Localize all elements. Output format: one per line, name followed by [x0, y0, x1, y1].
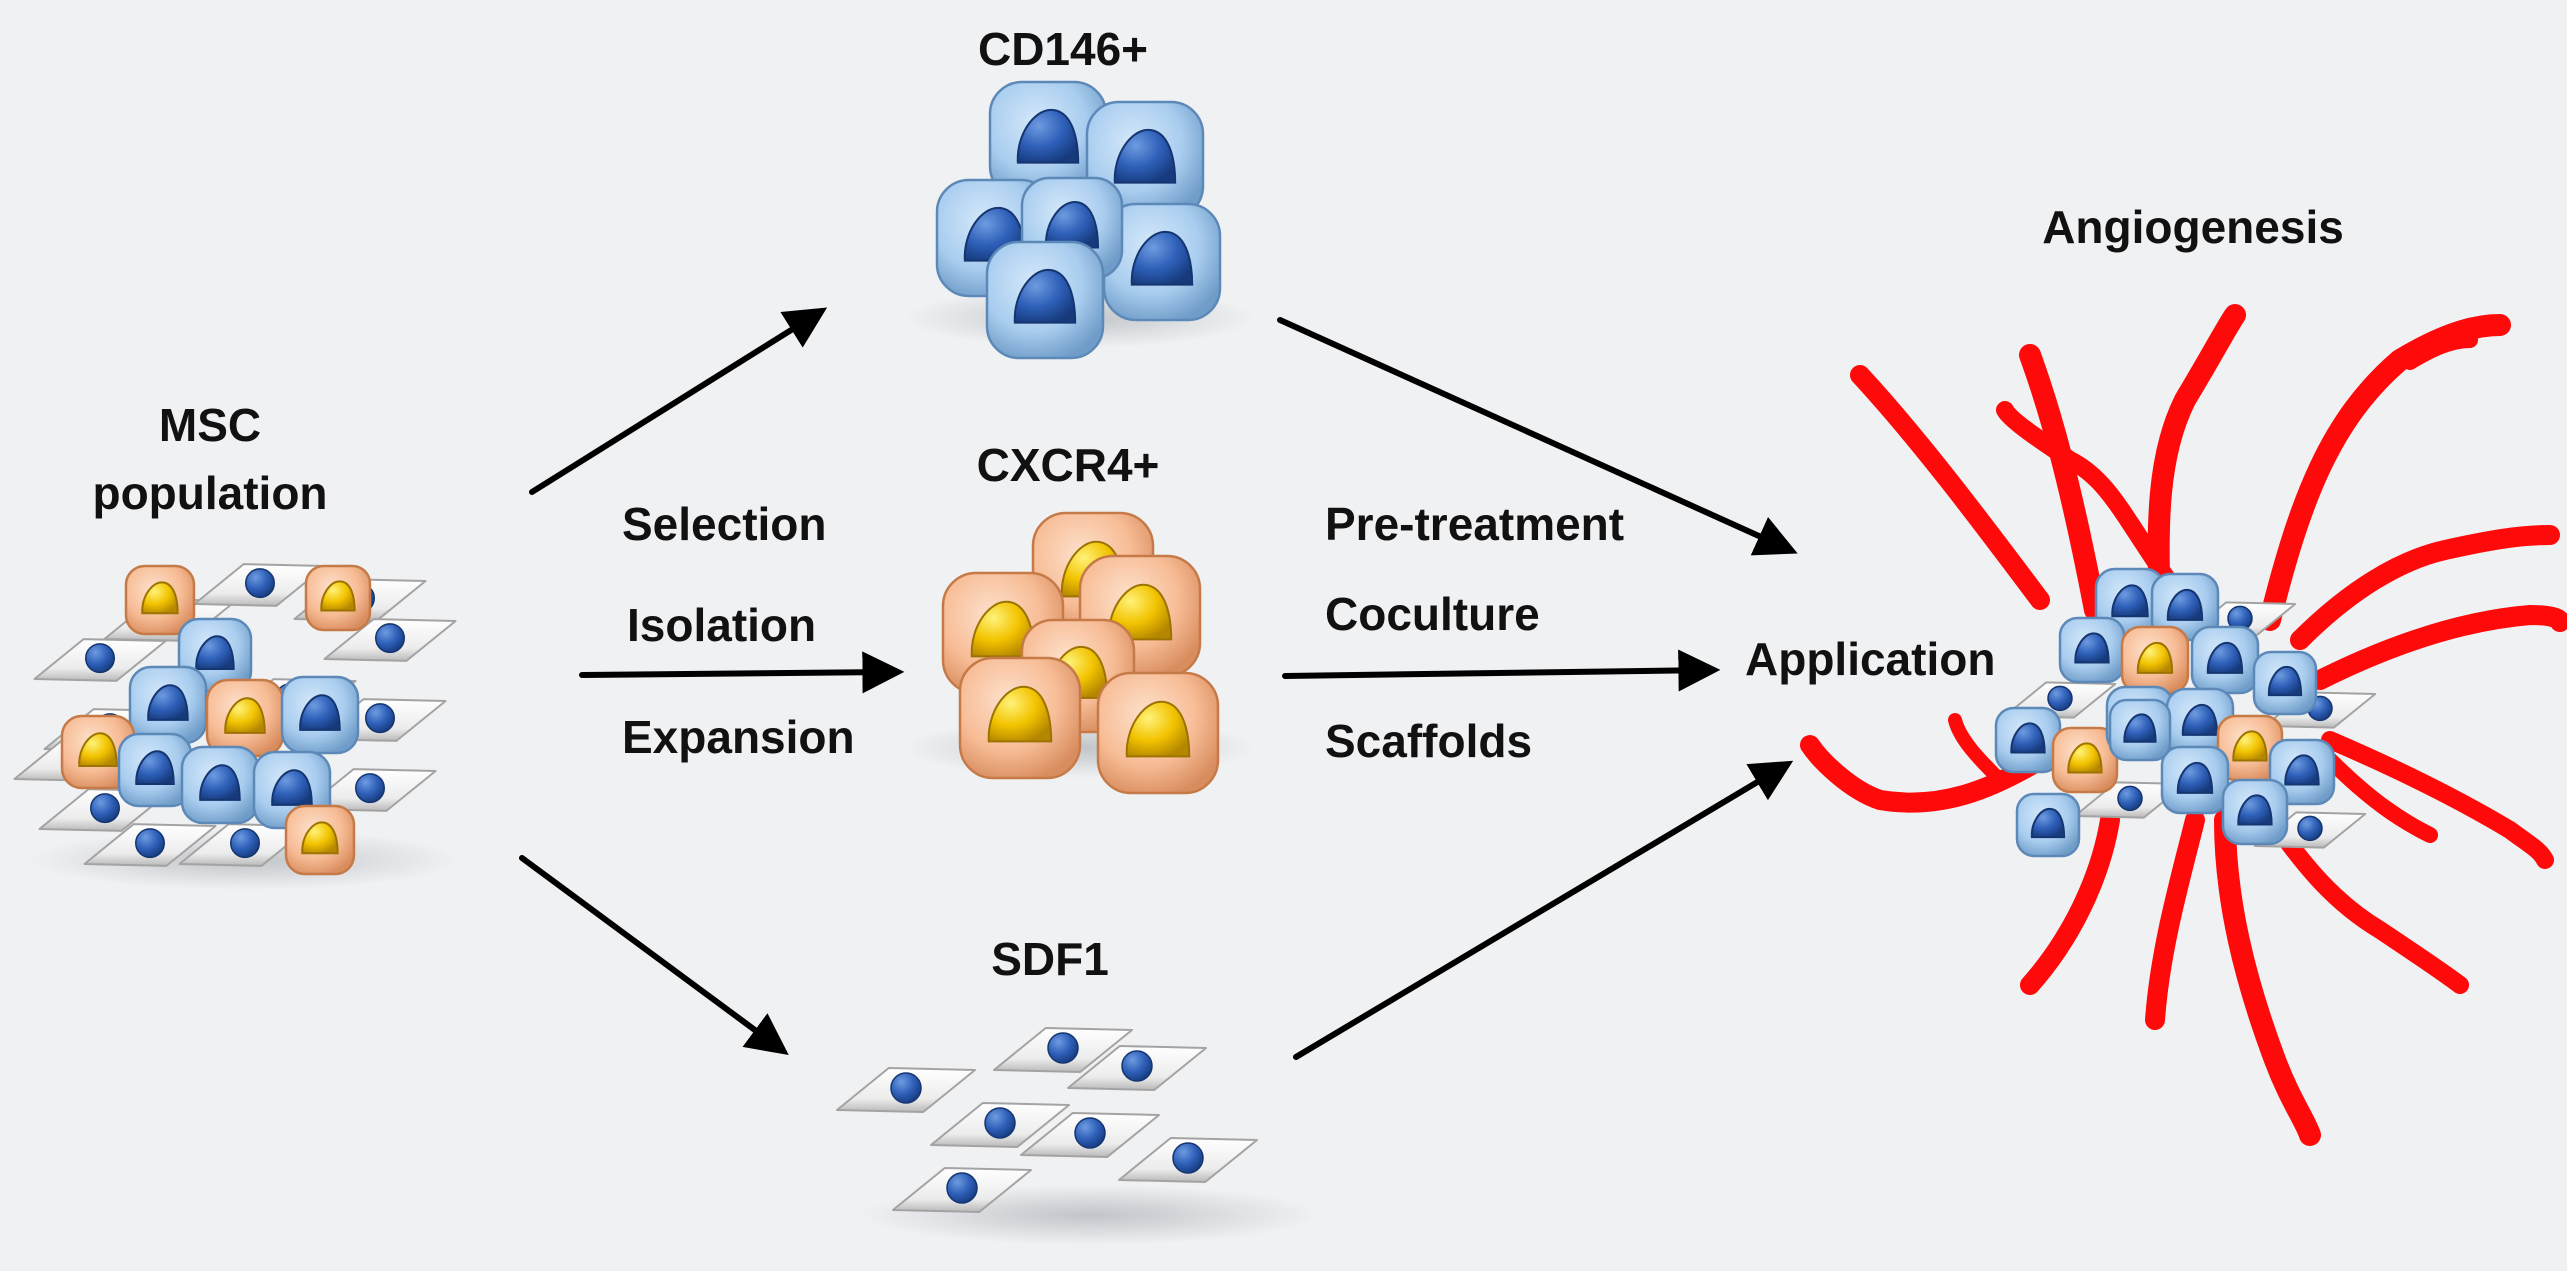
- cd146-cell: [2015, 792, 2081, 858]
- cd146-cell: [1994, 706, 2062, 774]
- vessel-branch: [2310, 605, 2567, 690]
- vessel-branch: [2290, 525, 2560, 650]
- cxcr4-cell: [284, 804, 356, 876]
- vessel-branch: [2145, 810, 2205, 1030]
- cd146-cell: [128, 665, 208, 745]
- cd146-cell: [2160, 745, 2230, 815]
- msc-population-cells: [13, 563, 457, 876]
- cxcr4-label: CXCR4+: [976, 439, 1160, 491]
- fibroblast-cell: [83, 823, 217, 867]
- cxcr4-cell: [958, 656, 1082, 780]
- fibroblast-cell: [303, 768, 437, 812]
- coculture-label: Coculture: [1325, 588, 1540, 640]
- arrow-msc-to-sdf1: [519, 855, 789, 1055]
- cxcr4-cell: [205, 678, 285, 758]
- vessel-branch: [1996, 401, 2184, 599]
- cd146-cell: [180, 745, 260, 825]
- cxcr4-cell: [2120, 625, 2190, 695]
- arrow-msc-to-cd146: [529, 307, 828, 495]
- cd146-cell: [2268, 738, 2336, 806]
- blood-vessels: [1800, 304, 2567, 1146]
- cd146-cell: [2252, 650, 2318, 716]
- fibroblast-cell: [1020, 1112, 1160, 1158]
- cxcr4-cell-cluster: [941, 511, 1220, 795]
- fibroblast-cell: [892, 1167, 1032, 1213]
- fibroblast-cell: [836, 1067, 976, 1113]
- cxcr4-cell: [304, 564, 372, 632]
- sdf1-label: SDF1: [991, 933, 1109, 985]
- application-label: Application: [1745, 633, 1996, 685]
- fibroblast-cell: [33, 638, 167, 682]
- sdf1-cell-group: [836, 1027, 1258, 1213]
- vessel-branch: [2020, 810, 2120, 995]
- vessel-branch: [2322, 752, 2438, 843]
- cd146-cell: [1102, 202, 1222, 322]
- cd146-cell: [2058, 616, 2126, 684]
- arrow-sdf1-to-application: [1293, 760, 1794, 1060]
- cd146-cell-cluster: [935, 80, 1222, 360]
- msc-label-line1: MSC: [158, 399, 262, 451]
- fibroblast-cell: [1067, 1045, 1207, 1091]
- vessel-branch: [2019, 344, 2106, 621]
- cd146-cell: [2221, 778, 2289, 846]
- arrow-cd146-to-application: [1277, 317, 1798, 556]
- cxcr4-cell: [1096, 671, 1220, 795]
- fibroblast-cell: [930, 1102, 1070, 1148]
- arrow-msc-to-cxcr4: [579, 651, 905, 694]
- fibroblast-cell: [1118, 1137, 1258, 1183]
- fibroblast-cell: [178, 823, 312, 867]
- vessel-branch: [1948, 713, 2007, 787]
- fibroblast-cell: [2073, 781, 2187, 819]
- selection-label: Selection: [622, 498, 827, 550]
- fibroblast-cell: [993, 1027, 1133, 1073]
- isolation-label: Isolation: [627, 599, 817, 651]
- cd146-label: CD146+: [977, 23, 1149, 75]
- arrow-cxcr4-to-application: [1282, 649, 1721, 692]
- cxcr4-cell: [124, 564, 196, 636]
- fibroblast-cell: [323, 618, 457, 662]
- cd146-cell: [117, 732, 193, 808]
- fibroblast-cell: [193, 563, 327, 607]
- msc-label-line2: population: [92, 467, 328, 519]
- cd146-cell: [2190, 625, 2260, 695]
- vessel-branch: [2214, 809, 2321, 1146]
- vessel-branch: [1850, 365, 2050, 610]
- vessel-branch: [2259, 314, 2511, 631]
- scaffolds-label: Scaffolds: [1325, 715, 1533, 767]
- cd146-cell: [280, 675, 360, 755]
- angiogenesis-label: Angiogenesis: [2042, 201, 2344, 253]
- vessel-branch: [2321, 731, 2554, 869]
- cxcr4-cell: [60, 714, 136, 790]
- vessel-branch: [2402, 332, 2478, 370]
- cd146-cell: [985, 240, 1105, 360]
- cxcr4-cell: [2051, 726, 2119, 794]
- expansion-label: Expansion: [622, 711, 855, 763]
- pretreatment-label: Pre-treatment: [1325, 498, 1625, 550]
- flow-arrows: [519, 307, 1798, 1060]
- angiogenesis-cell-cluster: [1994, 567, 2377, 858]
- cd146-cell: [2108, 698, 2172, 762]
